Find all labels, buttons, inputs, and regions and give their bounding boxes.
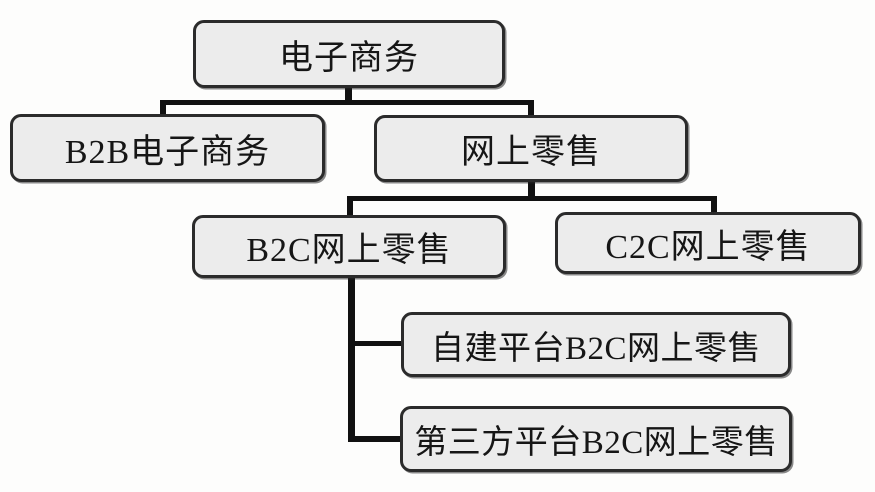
connector-level1-horizontal (160, 100, 534, 105)
connector-to-b2c-stub (347, 196, 353, 216)
node-c2c-online-retail-label: C2C网上零售 (605, 228, 811, 266)
node-c2c-online-retail: C2C网上零售 (555, 212, 861, 274)
node-self-built-platform-b2c-label: 自建平台B2C网上零售 (430, 330, 762, 367)
node-b2b-ecommerce-label: B2B电子商务 (64, 133, 271, 171)
node-b2c-online-retail: B2C网上零售 (192, 215, 506, 278)
node-online-retail: 网上零售 (374, 115, 688, 182)
connector-to-self-built-branch (348, 341, 402, 346)
node-ecommerce: 电子商务 (193, 20, 505, 88)
node-ecommerce-label: 电子商务 (279, 39, 419, 77)
node-third-party-platform-b2c-label: 第三方平台B2C网上零售 (414, 425, 778, 461)
connector-to-retail-stub (528, 100, 534, 116)
node-b2b-ecommerce: B2B电子商务 (10, 114, 325, 182)
node-online-retail-label: 网上零售 (461, 134, 601, 171)
connector-to-c2c-stub (711, 196, 717, 213)
node-b2c-online-retail-label: B2C网上零售 (246, 232, 452, 269)
node-third-party-platform-b2c: 第三方平台B2C网上零售 (400, 406, 792, 472)
node-self-built-platform-b2c: 自建平台B2C网上零售 (401, 312, 791, 377)
connector-to-third-party-branch (348, 436, 401, 442)
connector-ecommerce-down-stub (345, 86, 352, 102)
connector-level2-horizontal (347, 196, 717, 201)
connector-to-b2b-stub (160, 100, 166, 115)
connector-b2c-down-vertical (348, 277, 355, 442)
connector-retail-down-stub (528, 181, 535, 199)
